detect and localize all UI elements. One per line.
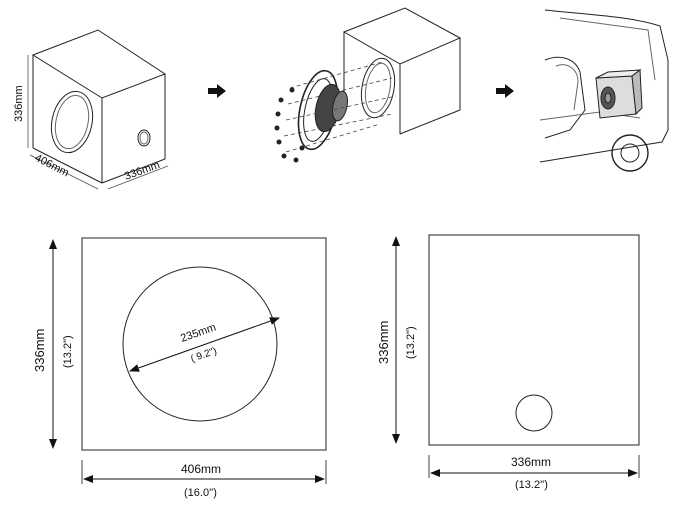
screws bbox=[274, 87, 305, 163]
iso-depth-label: 336mm bbox=[123, 159, 162, 183]
front-height-in: (13.2") bbox=[62, 335, 74, 368]
side-width-in: (13.2'') bbox=[515, 479, 548, 491]
front-panel bbox=[81, 237, 327, 451]
arrow-right-icon bbox=[496, 84, 514, 98]
car-illustration bbox=[539, 9, 669, 172]
hole-mm-label: 235mm bbox=[179, 322, 218, 345]
side-height-mm: 336mm bbox=[376, 321, 391, 364]
side-width-mm: 336mm bbox=[511, 455, 551, 469]
speaker-assembly bbox=[283, 7, 462, 153]
car-wheel bbox=[611, 134, 649, 172]
front-height-mm: 336mm bbox=[32, 329, 47, 372]
iso-width-label: 406mm bbox=[33, 152, 71, 179]
front-width-in: (16.0'') bbox=[184, 487, 217, 499]
side-height-in: (13.2") bbox=[405, 326, 417, 359]
iso-woofer-hole bbox=[50, 90, 94, 154]
iso-port-hole bbox=[137, 129, 151, 147]
iso-height-label: 336mm bbox=[13, 85, 25, 122]
port-cutout bbox=[515, 394, 553, 432]
woofer-cutout bbox=[122, 266, 278, 422]
side-panel bbox=[428, 234, 640, 446]
hole-diameter-arrow bbox=[129, 317, 280, 372]
arrow-right-icon bbox=[208, 84, 226, 98]
iso-box bbox=[27, 29, 169, 190]
front-width-mm: 406mm bbox=[181, 462, 221, 476]
